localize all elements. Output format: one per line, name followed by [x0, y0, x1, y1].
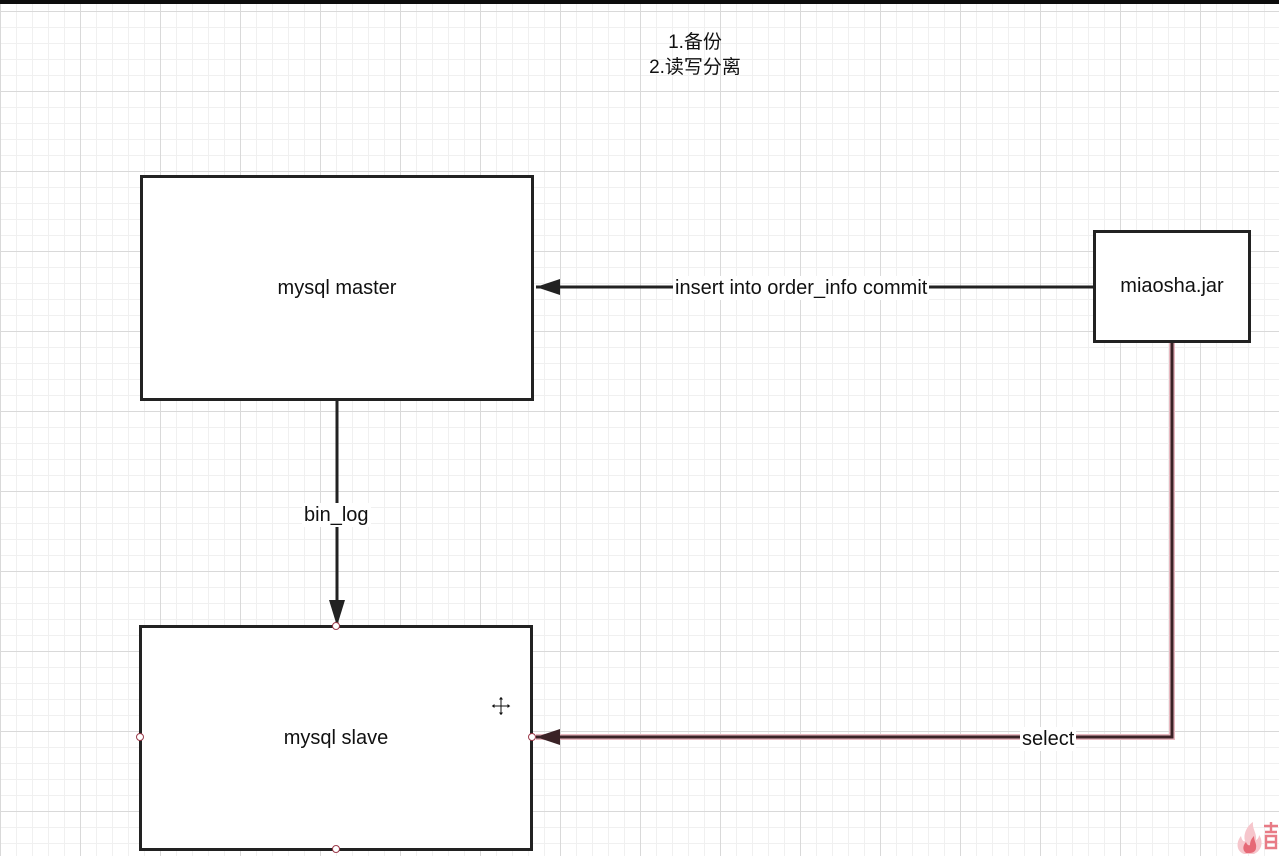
- edge-bin-log-label[interactable]: bin_log: [302, 503, 371, 527]
- resize-handle-bottom[interactable]: [332, 845, 340, 853]
- move-cursor-icon: [490, 695, 512, 717]
- diagram-notes: 1.备份 2.读写分离: [595, 30, 795, 80]
- resize-handle-right[interactable]: [528, 733, 536, 741]
- resize-handle-left[interactable]: [136, 733, 144, 741]
- flame-logo-icon: [1237, 822, 1278, 854]
- edge-insert-label[interactable]: insert into order_info commit: [673, 276, 930, 300]
- note-backup: 1.备份: [668, 32, 722, 53]
- window-top-bar: [0, 0, 1279, 4]
- node-mysql-slave-label: mysql slave: [283, 726, 389, 749]
- node-mysql-slave[interactable]: mysql slave: [139, 625, 533, 851]
- edge-select[interactable]: [536, 342, 1175, 745]
- note-read-write-split: 2.读写分离: [649, 57, 741, 78]
- node-mysql-master-label: mysql master: [277, 276, 397, 299]
- edge-select-label[interactable]: select: [1020, 727, 1077, 751]
- node-mysql-master[interactable]: mysql master: [140, 175, 534, 401]
- node-miaosha-jar[interactable]: miaosha.jar: [1093, 230, 1251, 343]
- resize-handle-top[interactable]: [332, 622, 340, 630]
- node-miaosha-jar-label: miaosha.jar: [1120, 275, 1224, 297]
